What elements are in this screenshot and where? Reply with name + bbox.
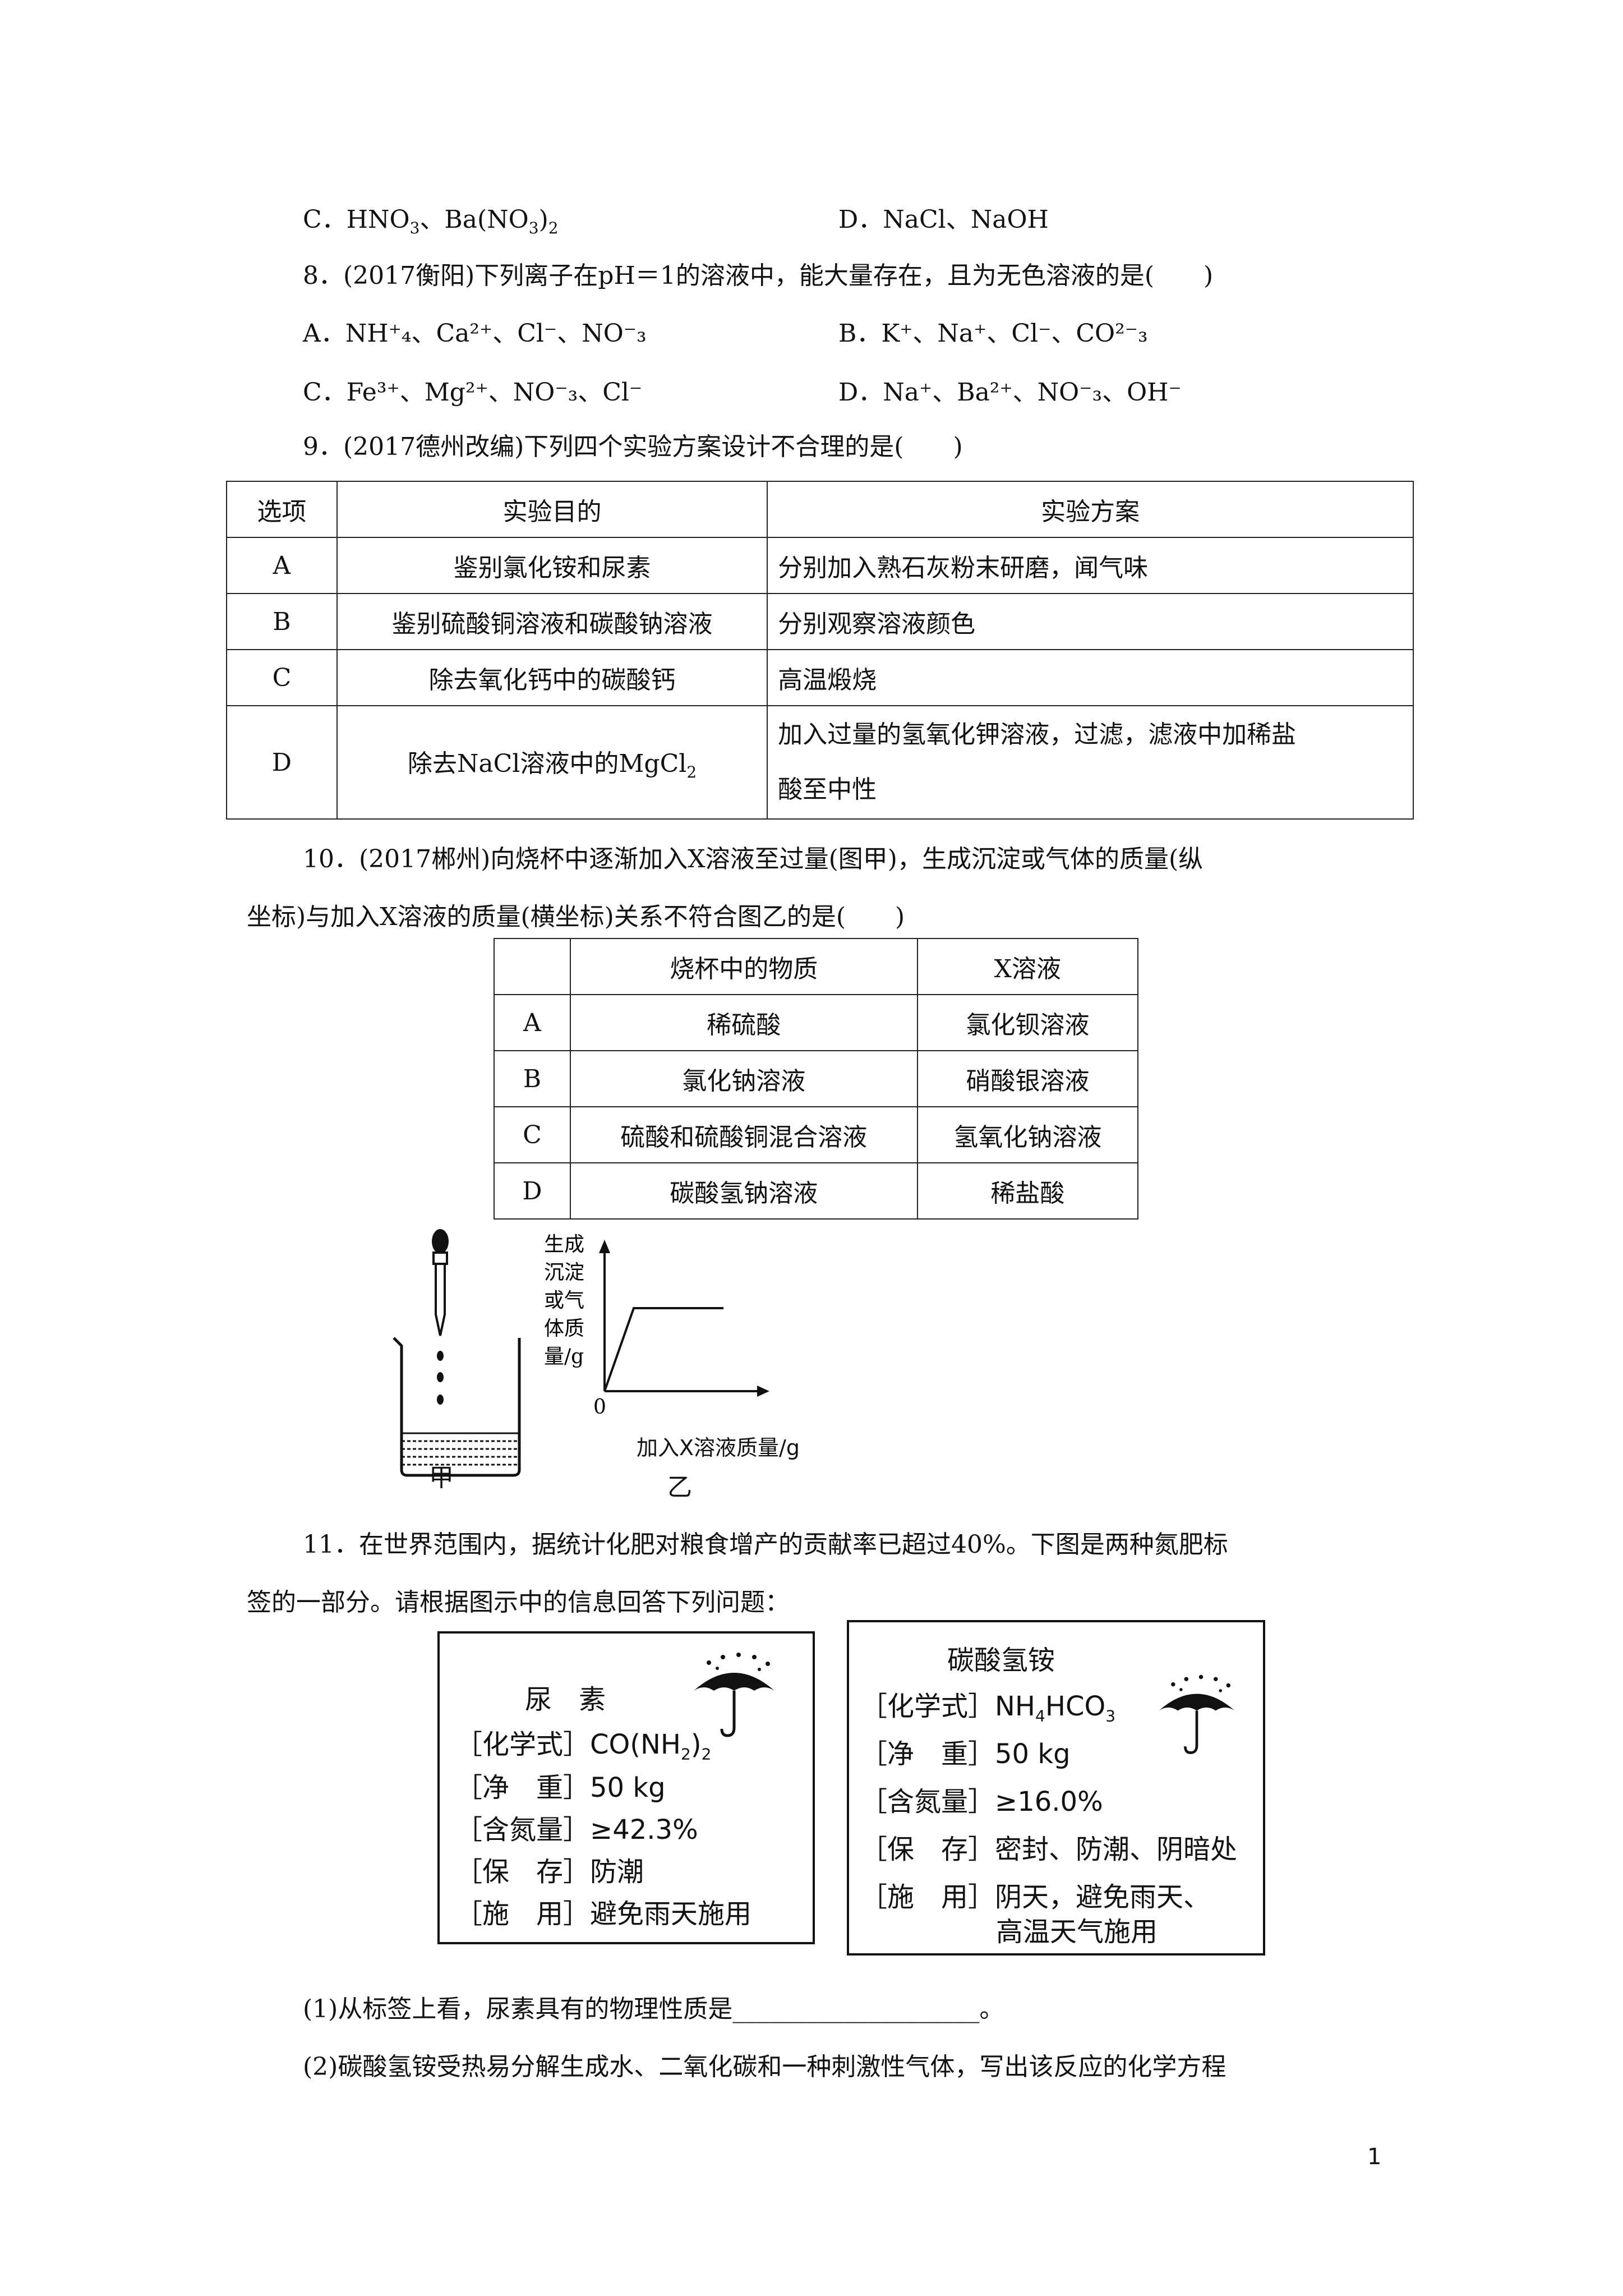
table-row: C 除去氧化钙中的碳酸钙 高温煅烧 (226, 649, 1414, 706)
table-cell: A (226, 537, 338, 594)
table-row: B 鉴别硫酸铜溶液和碳酸钠溶液 分别观察溶液颜色 (226, 593, 1414, 650)
table-cell: 鉴别氯化铵和尿素 (336, 537, 768, 594)
table-cell: 除去氧化钙中的碳酸钙 (336, 649, 768, 706)
q11-part1: (1)从标签上看，尿素具有的物理性质是____________________。 (303, 1995, 1004, 2023)
beaker-icon (393, 1337, 521, 1477)
table-cell: 加入过量的氢氧化钾溶液，过滤，滤液中加稀盐酸至中性 (767, 705, 1414, 820)
graph-figure: 生成 沉淀 或气 体质 量/g 0 (544, 1233, 769, 1419)
figure-jia-caption: 甲 (429, 1464, 454, 1492)
q11-part2: (2)碳酸氢铵受热易分解生成水、二氧化碳和一种刺激性气体，写出该反应的化学方程 (303, 2053, 1227, 2081)
q7-option-d: D．NaCl、NaOH (838, 205, 1049, 234)
table-header-row: 烧杯中的物质 X溶液 (494, 938, 1139, 995)
table-cell: 高温煅烧 (767, 649, 1414, 706)
umbrella-icon (694, 1653, 774, 1737)
q8-option-b: B．K⁺、Na⁺、Cl⁻、CO²⁻₃ (838, 319, 1148, 348)
table-header-cell (494, 938, 571, 995)
table-header-cell: 烧杯中的物质 (569, 938, 918, 995)
umbrella-icon (1159, 1674, 1235, 1754)
q10-stem-line1: 10．(2017郴州)向烧杯中逐渐加入X溶液至过量(图甲)，生成沉淀或气体的质量… (303, 845, 1204, 873)
origin-label: 0 (593, 1396, 606, 1419)
table-row: D 碳酸氢钠溶液 稀盐酸 (494, 1162, 1139, 1220)
y-label-line: 体质 (544, 1317, 584, 1340)
y-label-line: 或气 (544, 1289, 584, 1312)
urea-weight: ［净 重］50 kg (455, 1772, 666, 1803)
y-axis-arrow (599, 1240, 610, 1253)
ammonium-nitrogen: ［含氮量］≥16.0% (860, 1786, 1103, 1818)
table-cell: C (226, 649, 338, 706)
table-cell: 分别加入熟石灰粉末研磨，闻气味 (767, 537, 1414, 594)
q10-table: 烧杯中的物质 X溶液 A 稀硫酸 氯化钡溶液 B 氯化钠溶液 硝酸银溶液 C 硫… (494, 938, 1139, 1220)
table-cell: B (226, 593, 338, 650)
ammonium-usage-line1: ［施 用］阴天，避免雨天、 (860, 1881, 1211, 1913)
table-cell: D (226, 705, 338, 820)
curve-line (603, 1307, 723, 1392)
table-row: A 鉴别氯化铵和尿素 分别加入熟石灰粉末研磨，闻气味 (226, 537, 1414, 594)
urea-label-title: 尿 素 (525, 1684, 606, 1715)
ammonium-formula: ［化学式］NH4HCO3 (860, 1691, 1116, 1726)
table-cell: 氯化钠溶液 (569, 1050, 918, 1107)
x-axis-label: 加入X溶液质量/g (637, 1435, 800, 1460)
table-cell: 硝酸银溶液 (916, 1050, 1139, 1107)
table-cell: B (494, 1050, 571, 1107)
y-axis-label: 生成 沉淀 或气 体质 量/g (544, 1233, 584, 1368)
q8-option-a: A．NH⁺₄、Ca²⁺、Cl⁻、NO⁻₃ (303, 319, 647, 348)
q8-stem: 8．(2017衡阳)下列离子在pH＝1的溶液中，能大量存在，且为无色溶液的是( … (303, 261, 1214, 290)
urea-storage: ［保 存］防潮 (455, 1856, 644, 1888)
dropper-icon (432, 1229, 449, 1336)
q9-stem: 9．(2017德州改编)下列四个实验方案设计不合理的是( ) (303, 432, 963, 461)
table-header-row: 选项 实验目的 实验方案 (226, 481, 1414, 538)
page-number: 1 (1367, 2144, 1382, 2170)
table-row: D 除去NaCl溶液中的MgCl2 加入过量的氢氧化钾溶液，过滤，滤液中加稀盐酸… (226, 705, 1414, 820)
table-cell: 稀盐酸 (916, 1162, 1139, 1220)
table-cell: C (494, 1106, 571, 1163)
table-header-cell: 选项 (226, 481, 338, 538)
table-cell: 硫酸和硫酸铜混合溶液 (569, 1106, 918, 1163)
table-cell: 分别观察溶液颜色 (767, 593, 1414, 650)
table-header-cell: 实验方案 (767, 481, 1414, 538)
q9-table: 选项 实验目的 实验方案 A 鉴别氯化铵和尿素 分别加入熟石灰粉末研磨，闻气味 … (226, 481, 1414, 820)
urea-label-box: 尿 素 ［化学式］CO(NH2)2 ［净 重］50 kg ［含氮量］≥42.3%… (437, 1631, 815, 1944)
table-cell: 氯化钡溶液 (916, 994, 1139, 1051)
table-row: A 稀硫酸 氯化钡溶液 (494, 994, 1139, 1051)
table-cell: 氢氧化钠溶液 (916, 1106, 1139, 1163)
q8-option-d: D．Na⁺、Ba²⁺、NO⁻₃、OH⁻ (838, 378, 1182, 407)
ammonium-weight: ［净 重］50 kg (860, 1738, 1071, 1770)
table-header-cell: X溶液 (916, 938, 1139, 995)
table-cell: 碳酸氢钠溶液 (569, 1162, 918, 1220)
table-cell: 除去NaCl溶液中的MgCl2 (336, 705, 768, 820)
q11-stem-line1: 11．在世界范围内，据统计化肥对粮食增产的贡献率已超过40%。下图是两种氮肥标 (303, 1530, 1228, 1559)
table-cell: A (494, 994, 571, 1051)
q11-stem-line2: 签的一部分。请根据图示中的信息回答下列问题： (247, 1588, 790, 1617)
q10-stem-line2: 坐标)与加入X溶液的质量(横坐标)关系不符合图乙的是( ) (247, 903, 905, 931)
ammonium-bicarbonate-label-box: 碳酸氢铵 ［化学式］NH4HCO3 ［净 重］50 kg ［含氮量］≥16.0%… (847, 1620, 1265, 1955)
ammonium-storage: ［保 存］密封、防潮、阴暗处 (860, 1834, 1238, 1865)
falling-drops (437, 1351, 444, 1405)
urea-nitrogen: ［含氮量］≥42.3% (455, 1814, 698, 1846)
y-label-line: 量/g (544, 1345, 584, 1368)
urea-usage: ［施 用］避免雨天施用 (455, 1898, 752, 1930)
table-cell: D (494, 1162, 571, 1220)
y-label-line: 生成 (544, 1233, 584, 1256)
q7-option-c: C．HNO3、Ba(NO3)2 (303, 205, 559, 237)
x-axis-arrow (757, 1386, 769, 1397)
ammonium-usage-line2: 高温天气施用 (996, 1916, 1158, 1948)
y-label-line: 沉淀 (544, 1261, 584, 1284)
table-row: C 硫酸和硫酸铜混合溶液 氢氧化钠溶液 (494, 1106, 1139, 1163)
ammonium-label-title: 碳酸氢铵 (947, 1645, 1055, 1676)
figure-yi-caption: 乙 (667, 1473, 692, 1502)
beaker-dropper-figure (393, 1229, 521, 1477)
table-header-cell: 实验目的 (336, 481, 768, 538)
table-row: B 氯化钠溶液 硝酸银溶液 (494, 1050, 1139, 1107)
urea-formula: ［化学式］CO(NH2)2 (455, 1729, 712, 1764)
table-cell: 鉴别硫酸铜溶液和碳酸钠溶液 (336, 593, 768, 650)
table-cell: 稀硫酸 (569, 994, 918, 1051)
q8-option-c: C．Fe³⁺、Mg²⁺、NO⁻₃、Cl⁻ (303, 378, 643, 407)
